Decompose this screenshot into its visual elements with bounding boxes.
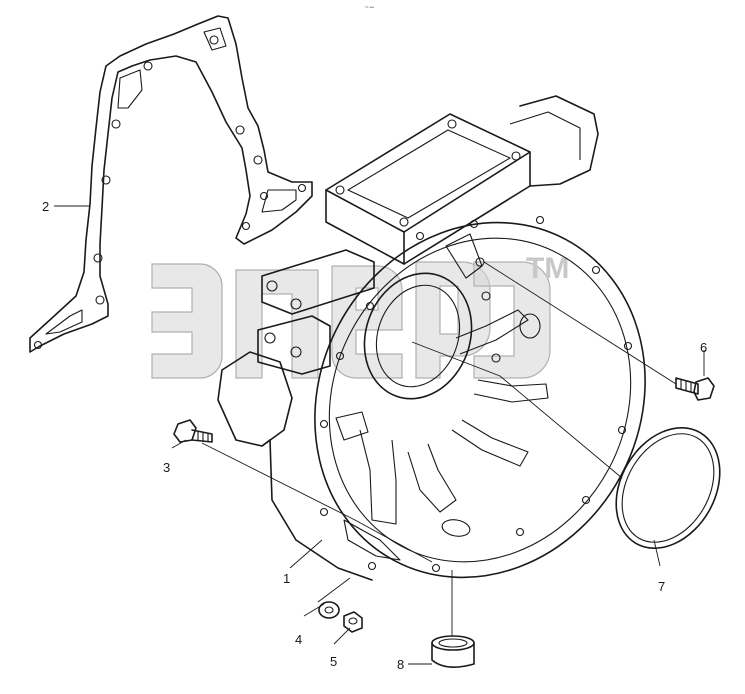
callout-4: 4 [295, 632, 302, 647]
leader-lines [54, 205, 705, 665]
flywheel-housing-part-1 [217, 95, 646, 581]
callout-6: 6 [700, 340, 707, 355]
callout-3: 3 [163, 460, 170, 475]
plug-part-8 [431, 635, 475, 668]
callout-1: 1 [283, 571, 290, 586]
watermark-tm: TM [526, 252, 569, 285]
top-mark-text: ⁹⁹ ᵃᵃᵃ [365, 5, 375, 10]
bolt-part-6 [675, 377, 715, 401]
nut-part-5 [343, 611, 363, 633]
callout-8: 8 [397, 657, 404, 672]
gasket-part-2 [29, 15, 313, 353]
callout-2: 2 [42, 199, 49, 214]
seal-ring-part-7 [615, 426, 721, 550]
callout-5: 5 [330, 654, 337, 669]
washer-part-4 [318, 601, 340, 619]
bolt-part-3 [173, 419, 213, 443]
watermark-logo: TM [151, 252, 569, 379]
callout-7: 7 [658, 579, 665, 594]
